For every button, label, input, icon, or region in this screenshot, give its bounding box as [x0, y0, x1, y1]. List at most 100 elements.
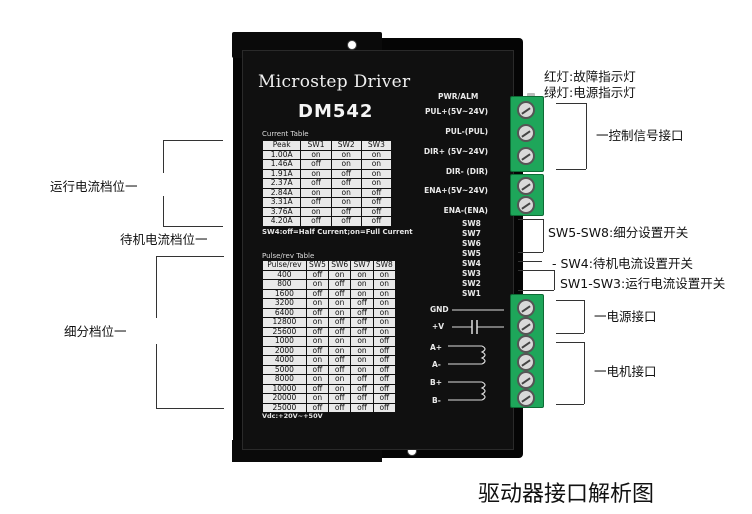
- table-cell: off: [328, 355, 352, 366]
- table-cell: off: [372, 393, 397, 404]
- annotation-red-led: 红灯:故障指示灯: [544, 69, 636, 84]
- bracket-line: [518, 219, 543, 220]
- table-cell: off: [328, 402, 352, 413]
- table-cell: off: [300, 216, 332, 227]
- table-cell: on: [328, 298, 352, 309]
- table-cell: on: [305, 336, 330, 347]
- annotation-control-signal: 一控制信号接口: [596, 128, 684, 143]
- table-cell: off: [328, 317, 352, 328]
- table-cell: on: [350, 355, 374, 366]
- annotation-sw1-sw3: SW1-SW3:运行电流设置开关: [560, 276, 726, 291]
- table-cell: on: [350, 279, 374, 290]
- bracket-line: [586, 103, 587, 169]
- status-led-icon: [527, 93, 535, 98]
- table-cell: off: [350, 374, 374, 385]
- table-cell: 800: [262, 279, 307, 290]
- pwr-alm-label: PWR/ALM: [438, 92, 479, 101]
- mount-hole-top: [347, 40, 357, 50]
- table-header-cell: SW5: [305, 260, 330, 271]
- table-cell: on: [372, 279, 397, 290]
- bracket-line: [518, 290, 554, 291]
- switch-sw1: SW1: [462, 289, 481, 298]
- table-header-cell: SW1: [300, 140, 332, 151]
- table-cell: on: [305, 355, 330, 366]
- bracket-line: [556, 169, 586, 170]
- screw-icon: [517, 196, 535, 214]
- table-header-cell: SW2: [330, 140, 362, 151]
- screw-icon: [517, 353, 535, 371]
- table-cell: off: [300, 178, 332, 189]
- switch-sw4: SW4: [462, 259, 481, 268]
- bracket-line: [584, 300, 585, 333]
- bracket-line: [156, 344, 157, 408]
- driver-model: DM542: [298, 101, 374, 122]
- table-cell: on: [328, 336, 352, 347]
- pin-pul-plus: PUL+(5V~24V): [424, 107, 488, 116]
- bracket-line: [584, 342, 585, 404]
- table-cell: 20000: [262, 393, 307, 404]
- table-cell: 1000: [262, 336, 307, 347]
- pin-vplus: +V: [432, 322, 445, 331]
- table-cell: off: [330, 216, 362, 227]
- bracket-line: [518, 270, 554, 271]
- screw-icon: [517, 101, 535, 119]
- pointer-line: [518, 261, 542, 262]
- power-motor-terminal-block[interactable]: [510, 294, 544, 408]
- table-cell: off: [360, 197, 393, 208]
- switch-sw6: SW6: [462, 239, 481, 248]
- pin-a-minus: A-: [432, 360, 441, 369]
- current-table-caption: Current Table: [262, 130, 309, 138]
- bracket-line: [556, 404, 584, 405]
- screw-icon: [517, 124, 535, 142]
- screw-icon: [517, 335, 535, 353]
- pin-dir-plus: DIR+ (5V~24V): [423, 147, 488, 156]
- annotation-sw5-sw8: SW5-SW8:细分设置开关: [548, 225, 689, 240]
- bracket-line: [156, 408, 224, 409]
- table-cell: on: [305, 298, 330, 309]
- switch-sw3: SW3: [462, 269, 481, 278]
- table-header-cell: Peak: [261, 140, 302, 151]
- bracket-line: [163, 140, 164, 173]
- table-cell: on: [305, 374, 330, 385]
- table-cell: 3200: [262, 298, 307, 309]
- signal-terminal-block-1[interactable]: [510, 96, 544, 172]
- table-cell: off: [328, 393, 352, 404]
- annotation-motor-port: 一电机接口: [594, 364, 657, 379]
- table-cell: 4.20A: [261, 216, 302, 227]
- signal-terminal-block-2[interactable]: [510, 174, 544, 216]
- pin-a-plus: A+: [430, 343, 443, 352]
- table-header-cell: Pulse/rev: [262, 260, 307, 271]
- screw-icon: [517, 371, 535, 389]
- table-cell: on: [305, 317, 330, 328]
- bracket-line: [156, 256, 157, 318]
- annotation-standby-current: 待机电流档位一: [120, 232, 208, 247]
- bracket-line: [556, 342, 584, 343]
- table-cell: 3.31A: [261, 197, 302, 208]
- bracket-line: [543, 219, 544, 252]
- screw-icon: [517, 177, 535, 195]
- table-cell: off: [372, 374, 397, 385]
- capacitor-symbol-icon: [452, 309, 504, 334]
- table-cell: off: [300, 197, 332, 208]
- table-header-cell: SW8: [372, 260, 397, 271]
- table-cell: off: [372, 336, 397, 347]
- pin-b-minus: B-: [432, 396, 441, 405]
- table-cell: on: [305, 279, 330, 290]
- bracket-line: [163, 226, 223, 227]
- annotation-run-current: 运行电流档位一: [50, 179, 138, 194]
- table-cell: off: [372, 402, 397, 413]
- annotation-sw4: - SW4:待机电流设置开关: [552, 256, 693, 271]
- screw-icon: [517, 317, 535, 335]
- table-cell: off: [372, 355, 397, 366]
- pin-dir-minus: DIR- (DIR): [445, 167, 488, 176]
